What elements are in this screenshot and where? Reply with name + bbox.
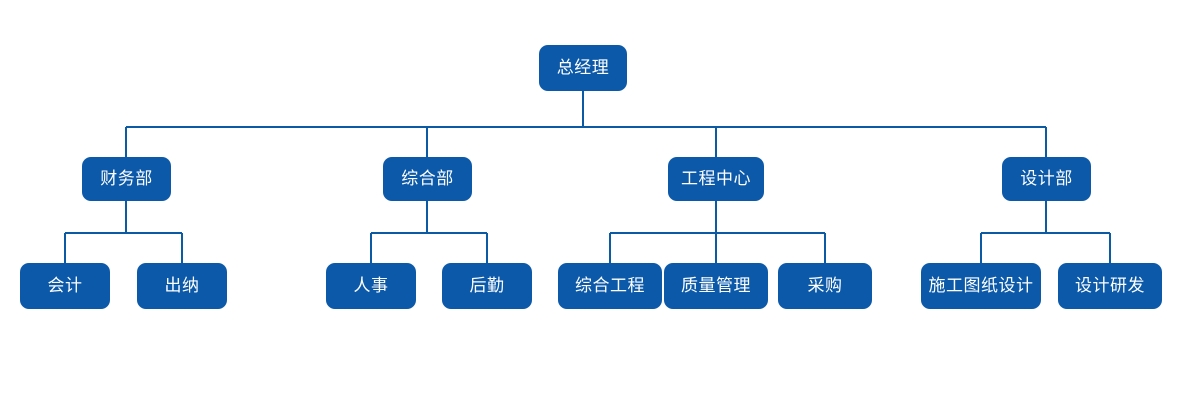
org-node-label: 设计部 <box>1020 168 1073 189</box>
org-node-level2-2[interactable]: 人事 <box>326 263 416 309</box>
org-node-level2-1[interactable]: 出纳 <box>137 263 227 309</box>
org-node-label: 会计 <box>47 275 83 296</box>
org-node-label: 施工图纸设计 <box>928 275 1034 296</box>
org-node-label: 工程中心 <box>681 168 751 189</box>
org-node-label: 综合部 <box>401 168 454 189</box>
org-node-level2-3[interactable]: 后勤 <box>442 263 532 309</box>
org-node-level1-1[interactable]: 综合部 <box>383 157 472 201</box>
org-node-label: 采购 <box>807 275 843 296</box>
org-node-label: 财务部 <box>100 168 153 189</box>
org-node-label: 设计研发 <box>1075 275 1145 296</box>
org-node-label: 总经理 <box>556 57 610 78</box>
org-node-label: 人事 <box>353 275 389 296</box>
org-node-label: 出纳 <box>164 275 200 296</box>
org-node-level2-6[interactable]: 采购 <box>778 263 872 309</box>
org-node-label: 质量管理 <box>681 275 751 296</box>
org-node-label: 综合工程 <box>575 275 645 296</box>
org-node-root[interactable]: 总经理 <box>539 45 627 91</box>
org-node-level2-0[interactable]: 会计 <box>20 263 110 309</box>
org-node-level2-5[interactable]: 质量管理 <box>664 263 768 309</box>
org-node-label: 后勤 <box>469 275 505 296</box>
org-node-level2-8[interactable]: 设计研发 <box>1058 263 1162 309</box>
org-node-level2-7[interactable]: 施工图纸设计 <box>921 263 1041 309</box>
org-node-level2-4[interactable]: 综合工程 <box>558 263 662 309</box>
org-node-level1-2[interactable]: 工程中心 <box>668 157 764 201</box>
org-node-level1-3[interactable]: 设计部 <box>1002 157 1091 201</box>
org-node-level1-0[interactable]: 财务部 <box>82 157 171 201</box>
